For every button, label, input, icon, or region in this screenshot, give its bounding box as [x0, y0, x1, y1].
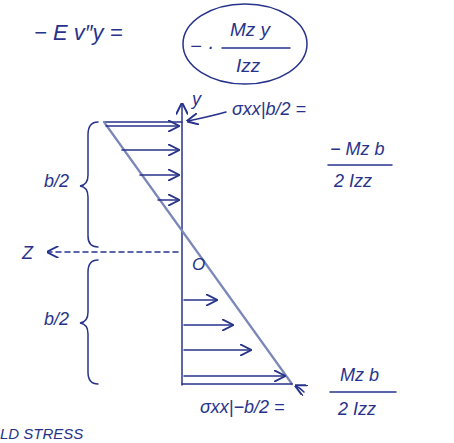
highlight-ellipse	[183, 4, 307, 84]
axis-label: Z	[22, 244, 33, 262]
denominator: 2 Izz	[338, 400, 376, 418]
bracket	[80, 260, 98, 384]
note: LD STRESS	[0, 426, 83, 441]
numerator: Mz b	[340, 366, 379, 384]
denominator: 2 Izz	[334, 172, 372, 190]
numerator: − Mz b	[330, 140, 385, 158]
y-axis	[181, 104, 183, 385]
z-axis	[48, 251, 178, 253]
bracket	[80, 122, 98, 247]
origin-label: O	[192, 256, 205, 273]
axis-label: y	[192, 90, 201, 108]
numerator: Mz y	[230, 20, 270, 39]
stress-label: σxx|b/2 =	[232, 100, 306, 118]
dimension: b/2	[44, 172, 69, 190]
dimension: b/2	[44, 310, 69, 328]
equation-text: − E v″y =	[34, 22, 123, 44]
equation-text: − ·	[190, 36, 214, 56]
stress-label: σxx|−b/2 =	[200, 398, 285, 416]
denominator: Izz	[236, 56, 260, 75]
